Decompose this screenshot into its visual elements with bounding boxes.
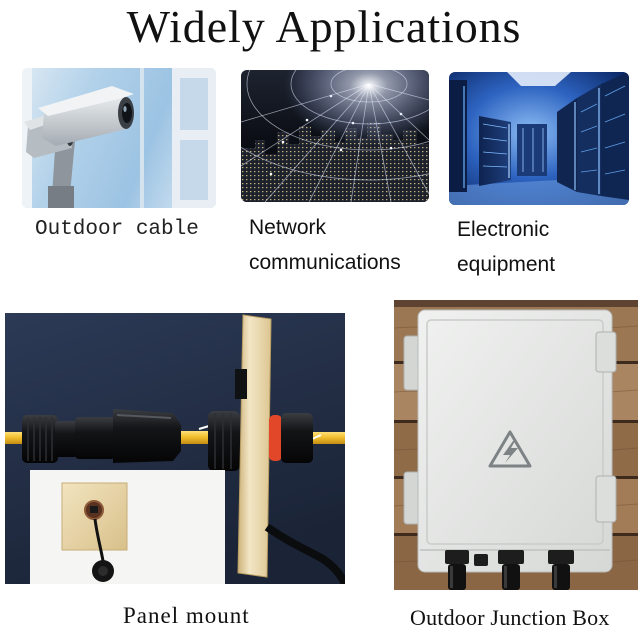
light-glow — [241, 70, 429, 202]
inset-panel-view — [30, 470, 225, 584]
mounting-panel — [237, 314, 272, 578]
latch — [595, 331, 617, 373]
panel-clip — [235, 369, 247, 399]
network-city-photo — [241, 70, 429, 202]
caption-line: Electronic — [457, 218, 550, 241]
panel-lock-nut — [208, 411, 240, 471]
caption-line: Network — [249, 216, 327, 239]
server-rack-center — [517, 124, 547, 176]
server-room-photo — [449, 72, 629, 205]
outdoor-camera-photo — [22, 68, 216, 208]
junction-box-illustration — [394, 300, 638, 590]
building-window-frame — [22, 68, 216, 208]
ceiling-light — [507, 72, 571, 86]
black-cord — [264, 523, 345, 584]
caption-line: equipment — [457, 253, 556, 276]
server-room-illustration — [449, 72, 629, 205]
caption-electronic-equipment: Electronic equipment — [457, 212, 555, 282]
yellow-cable — [5, 425, 345, 444]
junction-box-photo — [394, 300, 638, 590]
caption-outdoor-cable: Outdoor cable — [35, 218, 199, 241]
cable-glands — [445, 550, 574, 590]
server-rack-right — [557, 72, 629, 200]
latch — [595, 475, 617, 523]
caption-panel-mount: Panel mount — [123, 603, 250, 628]
panel-mount-photo — [5, 313, 345, 584]
server-rack-left — [449, 80, 511, 192]
receptacle-body — [281, 413, 313, 463]
page-title: Widely Applications — [126, 1, 522, 52]
cap-tether — [93, 518, 105, 562]
camera-lens — [122, 103, 132, 123]
caption-line: communications — [249, 251, 401, 274]
panel-mount-illustration — [5, 313, 345, 584]
outdoor-camera-illustration — [22, 68, 216, 208]
caption-network-communications: Network communications — [249, 210, 401, 280]
front-camera — [38, 86, 134, 146]
network-city-illustration — [241, 70, 429, 202]
enclosure-lid — [426, 319, 604, 545]
o-ring-seal — [269, 415, 282, 461]
cable-connector-plug — [22, 409, 181, 463]
high-voltage-warning-icon — [488, 430, 532, 468]
caption-outdoor-junction-box: Outdoor Junction Box — [410, 605, 610, 630]
junction-box-enclosure — [403, 309, 617, 573]
